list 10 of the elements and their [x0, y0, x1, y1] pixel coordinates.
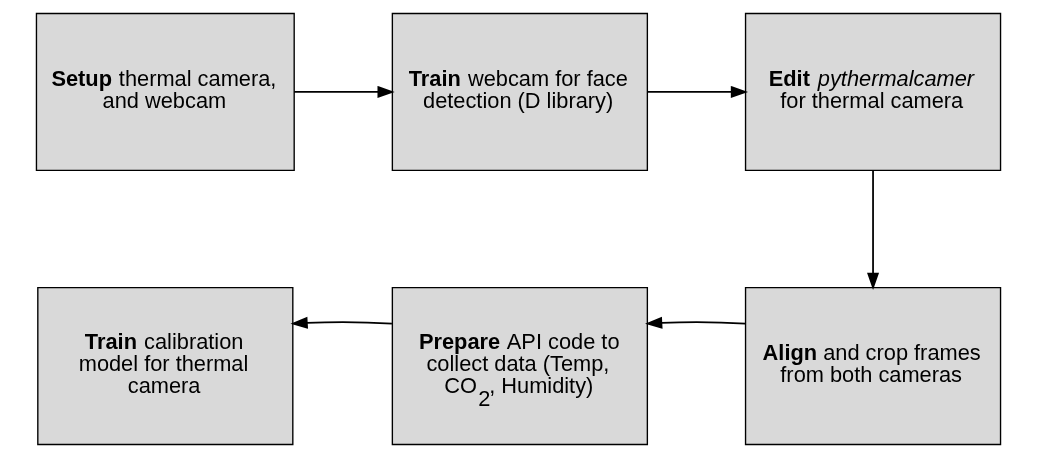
node-box: Train calibration model for thermal camera	[37, 286, 294, 446]
node-box: Edit pythermalcamer for thermal camera	[744, 12, 1002, 172]
arrow	[645, 316, 747, 329]
arrow	[293, 85, 395, 98]
node-box: Train webcam for face detection (D library)	[391, 12, 649, 172]
arrow	[290, 316, 393, 329]
node-box: Align and crop frames from both cameras	[744, 286, 1002, 446]
arrow	[646, 85, 748, 98]
arrow	[867, 169, 880, 291]
node-box: Setup thermal camera, and webcam	[35, 12, 295, 172]
